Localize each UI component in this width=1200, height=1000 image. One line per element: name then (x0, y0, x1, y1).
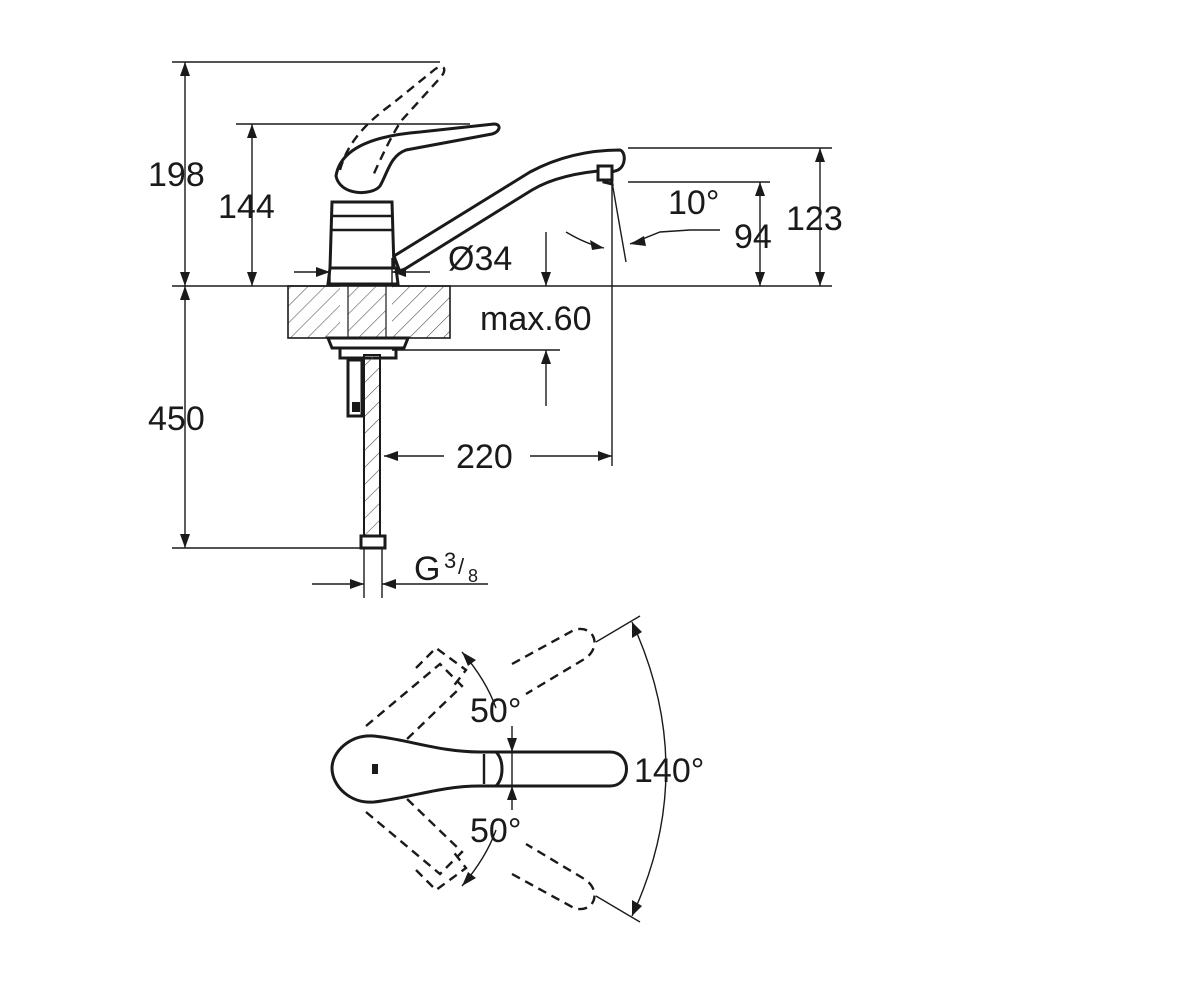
dim-base-diameter: Ø34 (448, 240, 512, 278)
dim-reach: 220 (456, 438, 513, 476)
dim-outlet-height: 123 (786, 200, 843, 238)
spout-top (478, 750, 628, 788)
dim-hose-length: 450 (148, 400, 205, 438)
mounting-nut (325, 336, 411, 350)
side-view: 198 144 123 94 10° Ø34 ma (148, 61, 843, 598)
lever-angle-right: 50° (470, 812, 521, 850)
lever-top (330, 734, 504, 804)
connection-fraction-denominator: 8 (468, 566, 478, 586)
spout-right-outline (511, 842, 596, 911)
lever-handle (334, 122, 501, 195)
spout-swivel-angle: 140° (634, 752, 704, 790)
lever-raised-outline (338, 65, 446, 179)
lever-left-outline (365, 646, 468, 743)
lever-right-outline (365, 795, 468, 892)
dim-max-countertop: max.60 (480, 300, 592, 338)
top-view: 50° 50° 140° (330, 615, 704, 923)
connection-thread: G (414, 550, 440, 588)
svg-text:/: / (458, 554, 465, 579)
spout (392, 148, 626, 275)
faucet-body (326, 65, 501, 286)
supply-hose (346, 354, 387, 550)
dim-body-height: 144 (218, 188, 275, 226)
dim-spout-clearance: 94 (734, 218, 772, 256)
dim-total-height: 198 (148, 156, 205, 194)
dim-spout-angle: 10° (668, 184, 719, 222)
spout-left-outline (511, 627, 596, 696)
lever-angle-left: 50° (470, 692, 521, 730)
connection-fraction-numerator: 3 (444, 548, 456, 573)
